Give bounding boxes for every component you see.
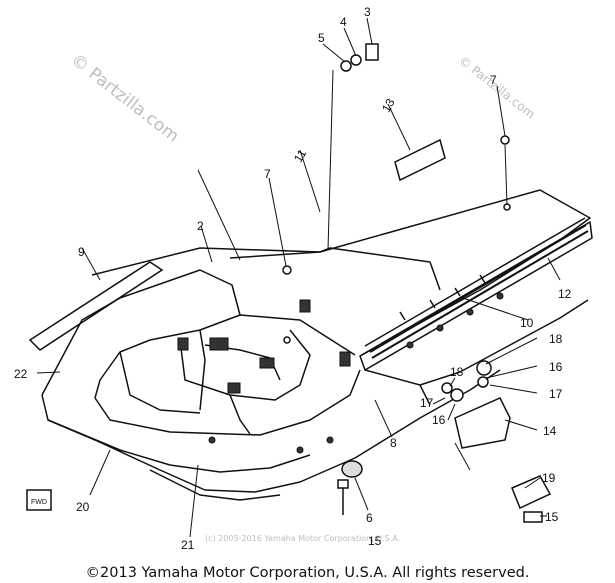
- callout-17-right: 17: [549, 387, 563, 401]
- frame-body: [41, 189, 593, 501]
- fwd-decal: FWD: [26, 489, 52, 511]
- callout-15-bottom: 15: [368, 534, 382, 548]
- copyright-notice: ©2013 Yamaha Motor Corporation, U.S.A. A…: [85, 565, 530, 581]
- callout-5: 5: [318, 31, 325, 45]
- callout-13: 13: [379, 96, 398, 115]
- callout-21: 21: [181, 538, 195, 552]
- callout-17-left: 17: [420, 396, 434, 410]
- callout-7-right: 7: [490, 73, 497, 87]
- callout-8: 8: [390, 436, 397, 450]
- fwd-decal-label: FWD: [31, 499, 47, 506]
- callout-16-right: 16: [549, 360, 563, 374]
- callout-18-left: 18: [450, 365, 464, 379]
- callout-18-right: 18: [549, 332, 563, 346]
- callouts: 3 4 5 7 13 11 7 2 9 12 10 18 16 17 18 17…: [14, 5, 572, 552]
- rail-stripes: [369, 224, 589, 359]
- callout-7-left: 7: [264, 167, 271, 181]
- callout-10: 10: [520, 316, 534, 330]
- callout-15-right: 15: [545, 510, 559, 524]
- bracket-14: [441, 360, 511, 449]
- bolt-15: [337, 479, 349, 515]
- callout-6: 6: [366, 511, 373, 525]
- decal-9: [28, 261, 164, 351]
- callout-2: 2: [197, 219, 204, 233]
- fasteners-top: [282, 43, 511, 344]
- callout-22: 22: [14, 367, 28, 381]
- callout-9: 9: [78, 245, 85, 259]
- decal-13: [394, 138, 446, 182]
- watermark-left: © Partzilla.com: [67, 50, 183, 147]
- callout-11: 11: [291, 147, 310, 165]
- watermark-bottom: (c) 2005-2016 Yamaha Motor Corporation, …: [205, 534, 400, 543]
- callout-12: 12: [558, 287, 572, 301]
- bracket-19: [511, 475, 552, 523]
- callout-4: 4: [340, 15, 347, 29]
- callout-20: 20: [76, 500, 90, 514]
- callout-14: 14: [543, 424, 557, 438]
- callout-16-left: 16: [432, 413, 446, 427]
- cap-6: [341, 460, 363, 478]
- callout-19: 19: [542, 471, 556, 485]
- callout-3: 3: [364, 5, 371, 19]
- frame-details: [177, 292, 504, 454]
- leader-lines: [36, 17, 561, 538]
